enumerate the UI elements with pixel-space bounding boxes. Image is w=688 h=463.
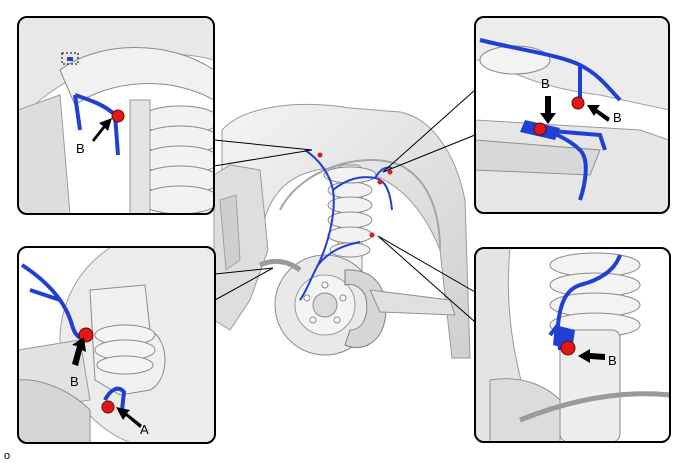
- arrow-icon: [116, 407, 142, 428]
- clamp-icon: [111, 109, 125, 123]
- detail-panel-top-left: B: [17, 16, 215, 215]
- clamp-icon: [560, 340, 576, 356]
- arrow-icon: [92, 118, 112, 142]
- detail-panel-bottom-right: B: [474, 247, 671, 443]
- label-b: B: [608, 353, 617, 368]
- arrow-icon: [72, 337, 86, 366]
- label-b: B: [613, 110, 622, 125]
- leader-lines: [213, 89, 476, 323]
- clamp-icon: [571, 96, 585, 110]
- arrow-icon: [587, 105, 610, 122]
- figure-code: o: [4, 450, 10, 462]
- label-a: A: [140, 422, 149, 437]
- arrow-icon: [578, 349, 605, 363]
- detail-panel-bottom-left: B A: [17, 246, 216, 444]
- label-b: B: [541, 76, 550, 91]
- clamp-icon: [101, 400, 115, 414]
- overview-illustration: [213, 89, 476, 359]
- label-b: B: [70, 374, 79, 389]
- clamp-icon: [533, 122, 547, 136]
- label-b: B: [76, 141, 85, 156]
- detail-panel-top-right: B B: [474, 16, 670, 214]
- arrow-icon: [540, 96, 556, 124]
